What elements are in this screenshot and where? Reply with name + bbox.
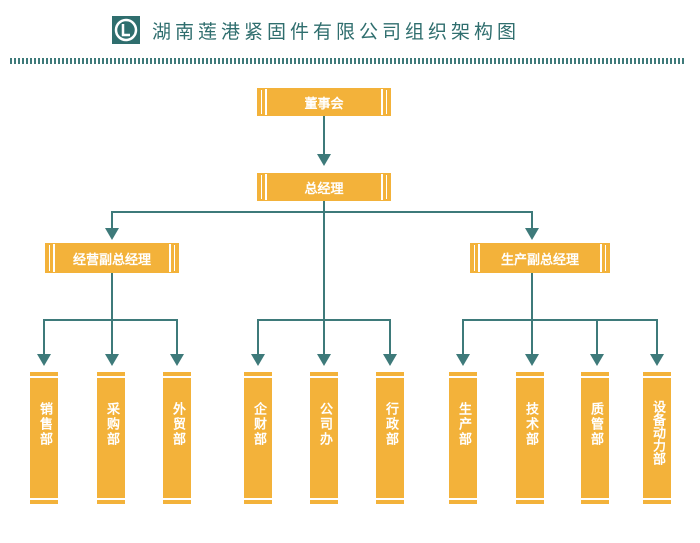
dept-company-office-label: 公司办 [317, 402, 332, 447]
arrow-down-icon [525, 354, 539, 366]
arrow-down-icon [317, 154, 331, 166]
arrow-down-icon [105, 354, 119, 366]
arrow-down-icon [37, 354, 51, 366]
arrow-down-icon [317, 354, 331, 366]
dept-foreign-trade: 外贸部 [163, 372, 191, 504]
title-divider [10, 58, 686, 64]
arrow-down-icon [170, 354, 184, 366]
dept-equipment-power-label: 设备动力部 [650, 400, 665, 465]
dept-technology-label: 技术部 [523, 402, 538, 447]
page-title: 湖南莲港紧固件有限公司组织架构图 [152, 21, 521, 43]
arrow-down-icon [251, 354, 265, 366]
arrow-down-icon [105, 228, 119, 240]
dept-administration-label: 行政部 [383, 402, 398, 447]
dept-production-label: 生产部 [456, 402, 471, 447]
node-vp-production: 生产副总经理 [470, 243, 610, 273]
dept-quality-label: 质管部 [588, 402, 603, 447]
node-vp-operations: 经营副总经理 [45, 243, 179, 273]
node-general-manager: 总经理 [257, 173, 391, 201]
dept-equipment-power: 设备动力部 [643, 372, 671, 504]
node-board: 董事会 [257, 88, 391, 116]
dept-company-office: 公司办 [310, 372, 338, 504]
dept-quality: 质管部 [581, 372, 609, 504]
dept-administration: 行政部 [376, 372, 404, 504]
arrow-down-icon [383, 354, 397, 366]
arrow-down-icon [590, 354, 604, 366]
dept-sales-label: 销售部 [37, 402, 52, 447]
arrow-down-icon [650, 354, 664, 366]
company-logo-icon [112, 16, 140, 44]
dept-production: 生产部 [449, 372, 477, 504]
dept-purchasing: 采购部 [97, 372, 125, 504]
dept-technology: 技术部 [516, 372, 544, 504]
dept-foreign-trade-label: 外贸部 [170, 402, 185, 447]
arrow-down-icon [456, 354, 470, 366]
dept-finance-label: 企财部 [251, 402, 266, 447]
dept-finance: 企财部 [244, 372, 272, 504]
arrow-down-icon [525, 228, 539, 240]
dept-purchasing-label: 采购部 [104, 402, 119, 447]
dept-sales: 销售部 [30, 372, 58, 504]
